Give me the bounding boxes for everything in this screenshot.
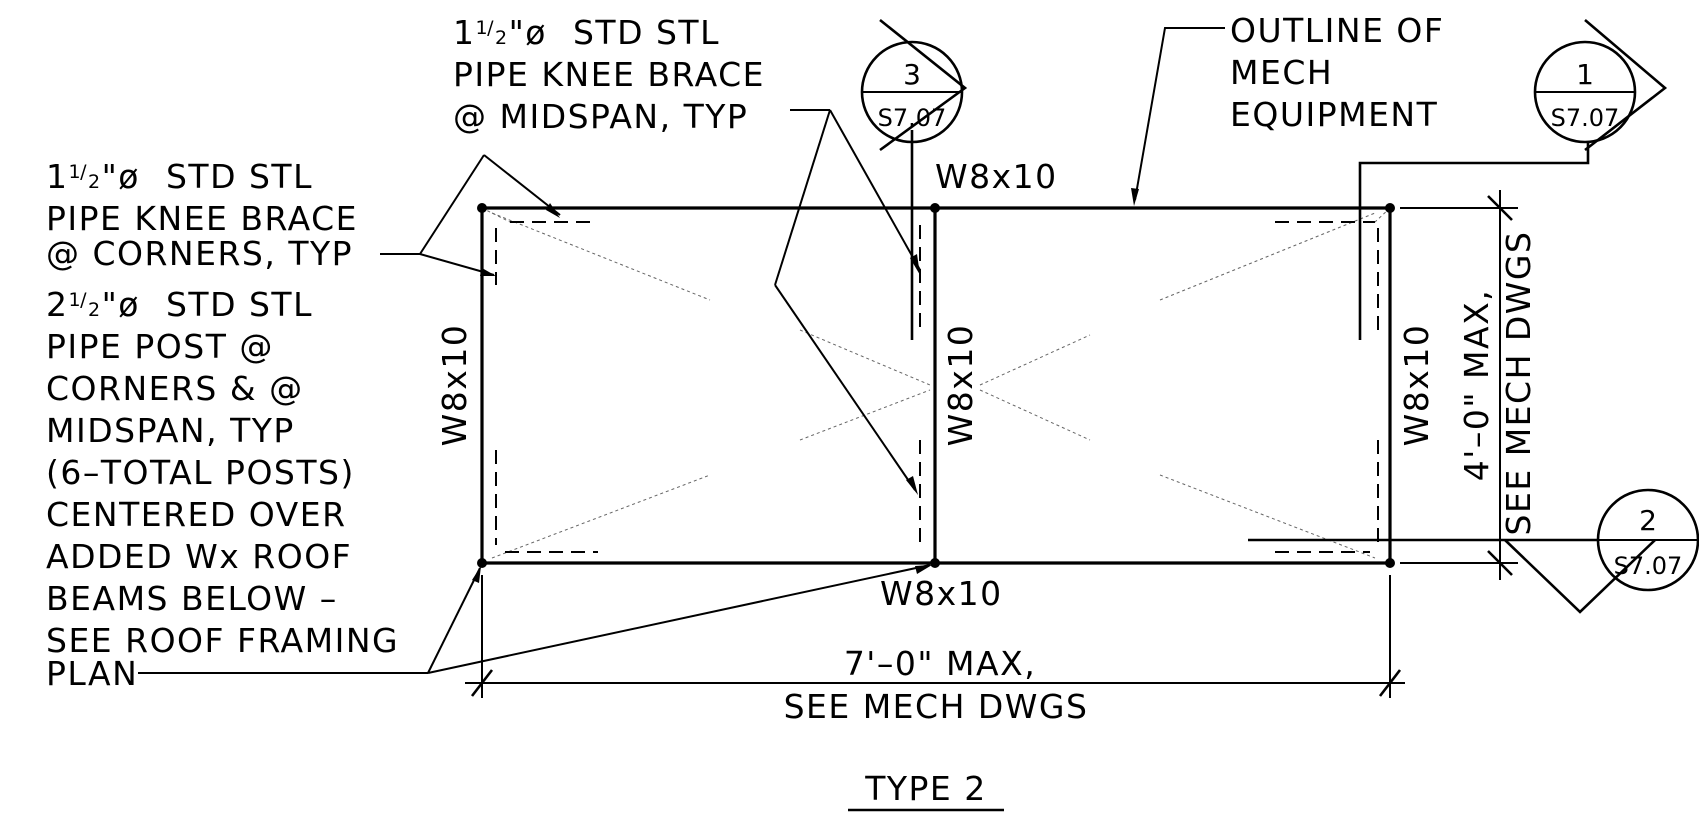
section-marker-3-number: 3: [903, 58, 921, 91]
beam-label-left: W8x10: [435, 324, 474, 447]
note-outline-line-1: MECH: [1230, 53, 1333, 92]
post-top-mid: [930, 203, 940, 213]
section-marker-2: 2 S7.07: [1504, 488, 1699, 614]
dimension-horizontal: 7'–0" MAX, SEE MECH DWGS: [465, 575, 1405, 726]
section-marker-2-sheet: S7.07: [1614, 552, 1683, 580]
section-marker-1-number: 1: [1576, 58, 1594, 91]
dimension-vertical: 4'–0" MAX, SEE MECH DWGS: [1400, 190, 1538, 580]
note-post-line-2: MIDSPAN, TYP: [46, 411, 295, 450]
note-pipe-post: 21/2"ø STD STL PIPE POST @ CORNERS & @ M…: [46, 285, 399, 693]
note-post-size-rest: "ø: [102, 285, 140, 324]
beam-labels: W8x10 W8x10 W8x10 W8x10 W8x10: [435, 157, 1436, 613]
note-post-line-6: BEAMS BELOW –: [46, 579, 338, 618]
note-midspan-size-whole: 1: [453, 13, 476, 52]
note-post-line-1: CORNERS & @: [46, 369, 304, 408]
section-marker-2-number: 2: [1639, 504, 1657, 537]
section-cut-lines: [910, 130, 1597, 542]
dimension-horizontal-line2: SEE MECH DWGS: [784, 687, 1089, 726]
beam-label-middle: W8x10: [941, 324, 980, 447]
post-top-right: [1385, 203, 1395, 213]
post-bottom-right: [1385, 558, 1395, 568]
note-knee-brace-corners: 11/2"ø STD STL PIPE KNEE BRACE @ CORNERS…: [46, 157, 358, 273]
note-post-size-den: 2: [88, 299, 102, 321]
note-midspan-size-num: 1: [476, 17, 490, 39]
note-post-line-7: SEE ROOF FRAMING: [46, 621, 399, 660]
detail-title: TYPE 2: [848, 769, 1004, 812]
beam-frame: [480, 206, 1392, 565]
post-bottom-left: [477, 558, 487, 568]
section-marker-3: 3 S7.07: [860, 18, 968, 152]
post-bottom-mid: [930, 558, 940, 568]
note-post-line-0: PIPE POST @: [46, 327, 274, 366]
note-corners-line3: @ CORNERS, TYP: [46, 234, 353, 273]
note-post-size-whole: 2: [46, 285, 69, 324]
pipe-posts: [477, 203, 1395, 568]
hidden-equipment-lines: [491, 212, 1376, 559]
section-marker-1-sheet: S7.07: [1551, 104, 1620, 132]
dimension-vertical-line1: 4'–0" MAX,: [1457, 289, 1496, 481]
beam-label-right: W8x10: [1397, 324, 1436, 447]
note-post-line-4: CENTERED OVER: [46, 495, 347, 534]
svg-text:11/2"ø STD STL: 11/2"ø STD STL: [46, 157, 313, 196]
post-top-left: [477, 203, 487, 213]
beam-label-bottom: W8x10: [880, 574, 1003, 613]
note-post-line-8: PLAN: [46, 654, 138, 693]
svg-text:21/2"ø STD STL: 21/2"ø STD STL: [46, 285, 313, 324]
svg-text:11/2"ø STD STL: 11/2"ø STD STL: [453, 13, 720, 52]
knee-braces: [481, 207, 1391, 553]
note-midspan-line1: STD STL: [573, 13, 720, 52]
note-post-line-5: ADDED Wx ROOF: [46, 537, 352, 576]
note-corners-size-rest: "ø: [102, 157, 140, 196]
dimension-vertical-line2: SEE MECH DWGS: [1499, 231, 1538, 536]
note-corners-size-den: 2: [88, 171, 102, 193]
note-midspan-line2: PIPE KNEE BRACE: [453, 55, 765, 94]
beam-label-top: W8x10: [935, 157, 1058, 196]
note-midspan-size-den: 2: [495, 27, 509, 49]
note-post-size-num: 1: [69, 289, 83, 311]
note-post-line1: STD STL: [166, 285, 313, 324]
note-midspan-size-rest: "ø: [509, 13, 547, 52]
leader-lines: [138, 27, 1225, 674]
detail-title-text: TYPE 2: [864, 769, 987, 808]
dimension-horizontal-line1: 7'–0" MAX,: [844, 644, 1036, 683]
note-corners-size-num: 1: [69, 161, 83, 183]
section-marker-1: 1 S7.07: [1533, 19, 1668, 152]
note-outline-line-2: EQUIPMENT: [1230, 95, 1438, 134]
note-knee-brace-midspan: 11/2"ø STD STL PIPE KNEE BRACE @ MIDSPAN…: [453, 13, 765, 136]
note-midspan-line3: @ MIDSPAN, TYP: [453, 97, 748, 136]
note-corners-size-whole: 1: [46, 157, 69, 196]
note-post-line-3: (6–TOTAL POSTS): [46, 453, 355, 492]
note-corners-line1: STD STL: [166, 157, 313, 196]
note-outline-line-0: OUTLINE OF: [1230, 11, 1444, 50]
note-outline-equipment: OUTLINE OF MECH EQUIPMENT: [1230, 11, 1444, 134]
section-marker-3-sheet: S7.07: [878, 104, 947, 132]
note-corners-line2: PIPE KNEE BRACE: [46, 199, 358, 238]
